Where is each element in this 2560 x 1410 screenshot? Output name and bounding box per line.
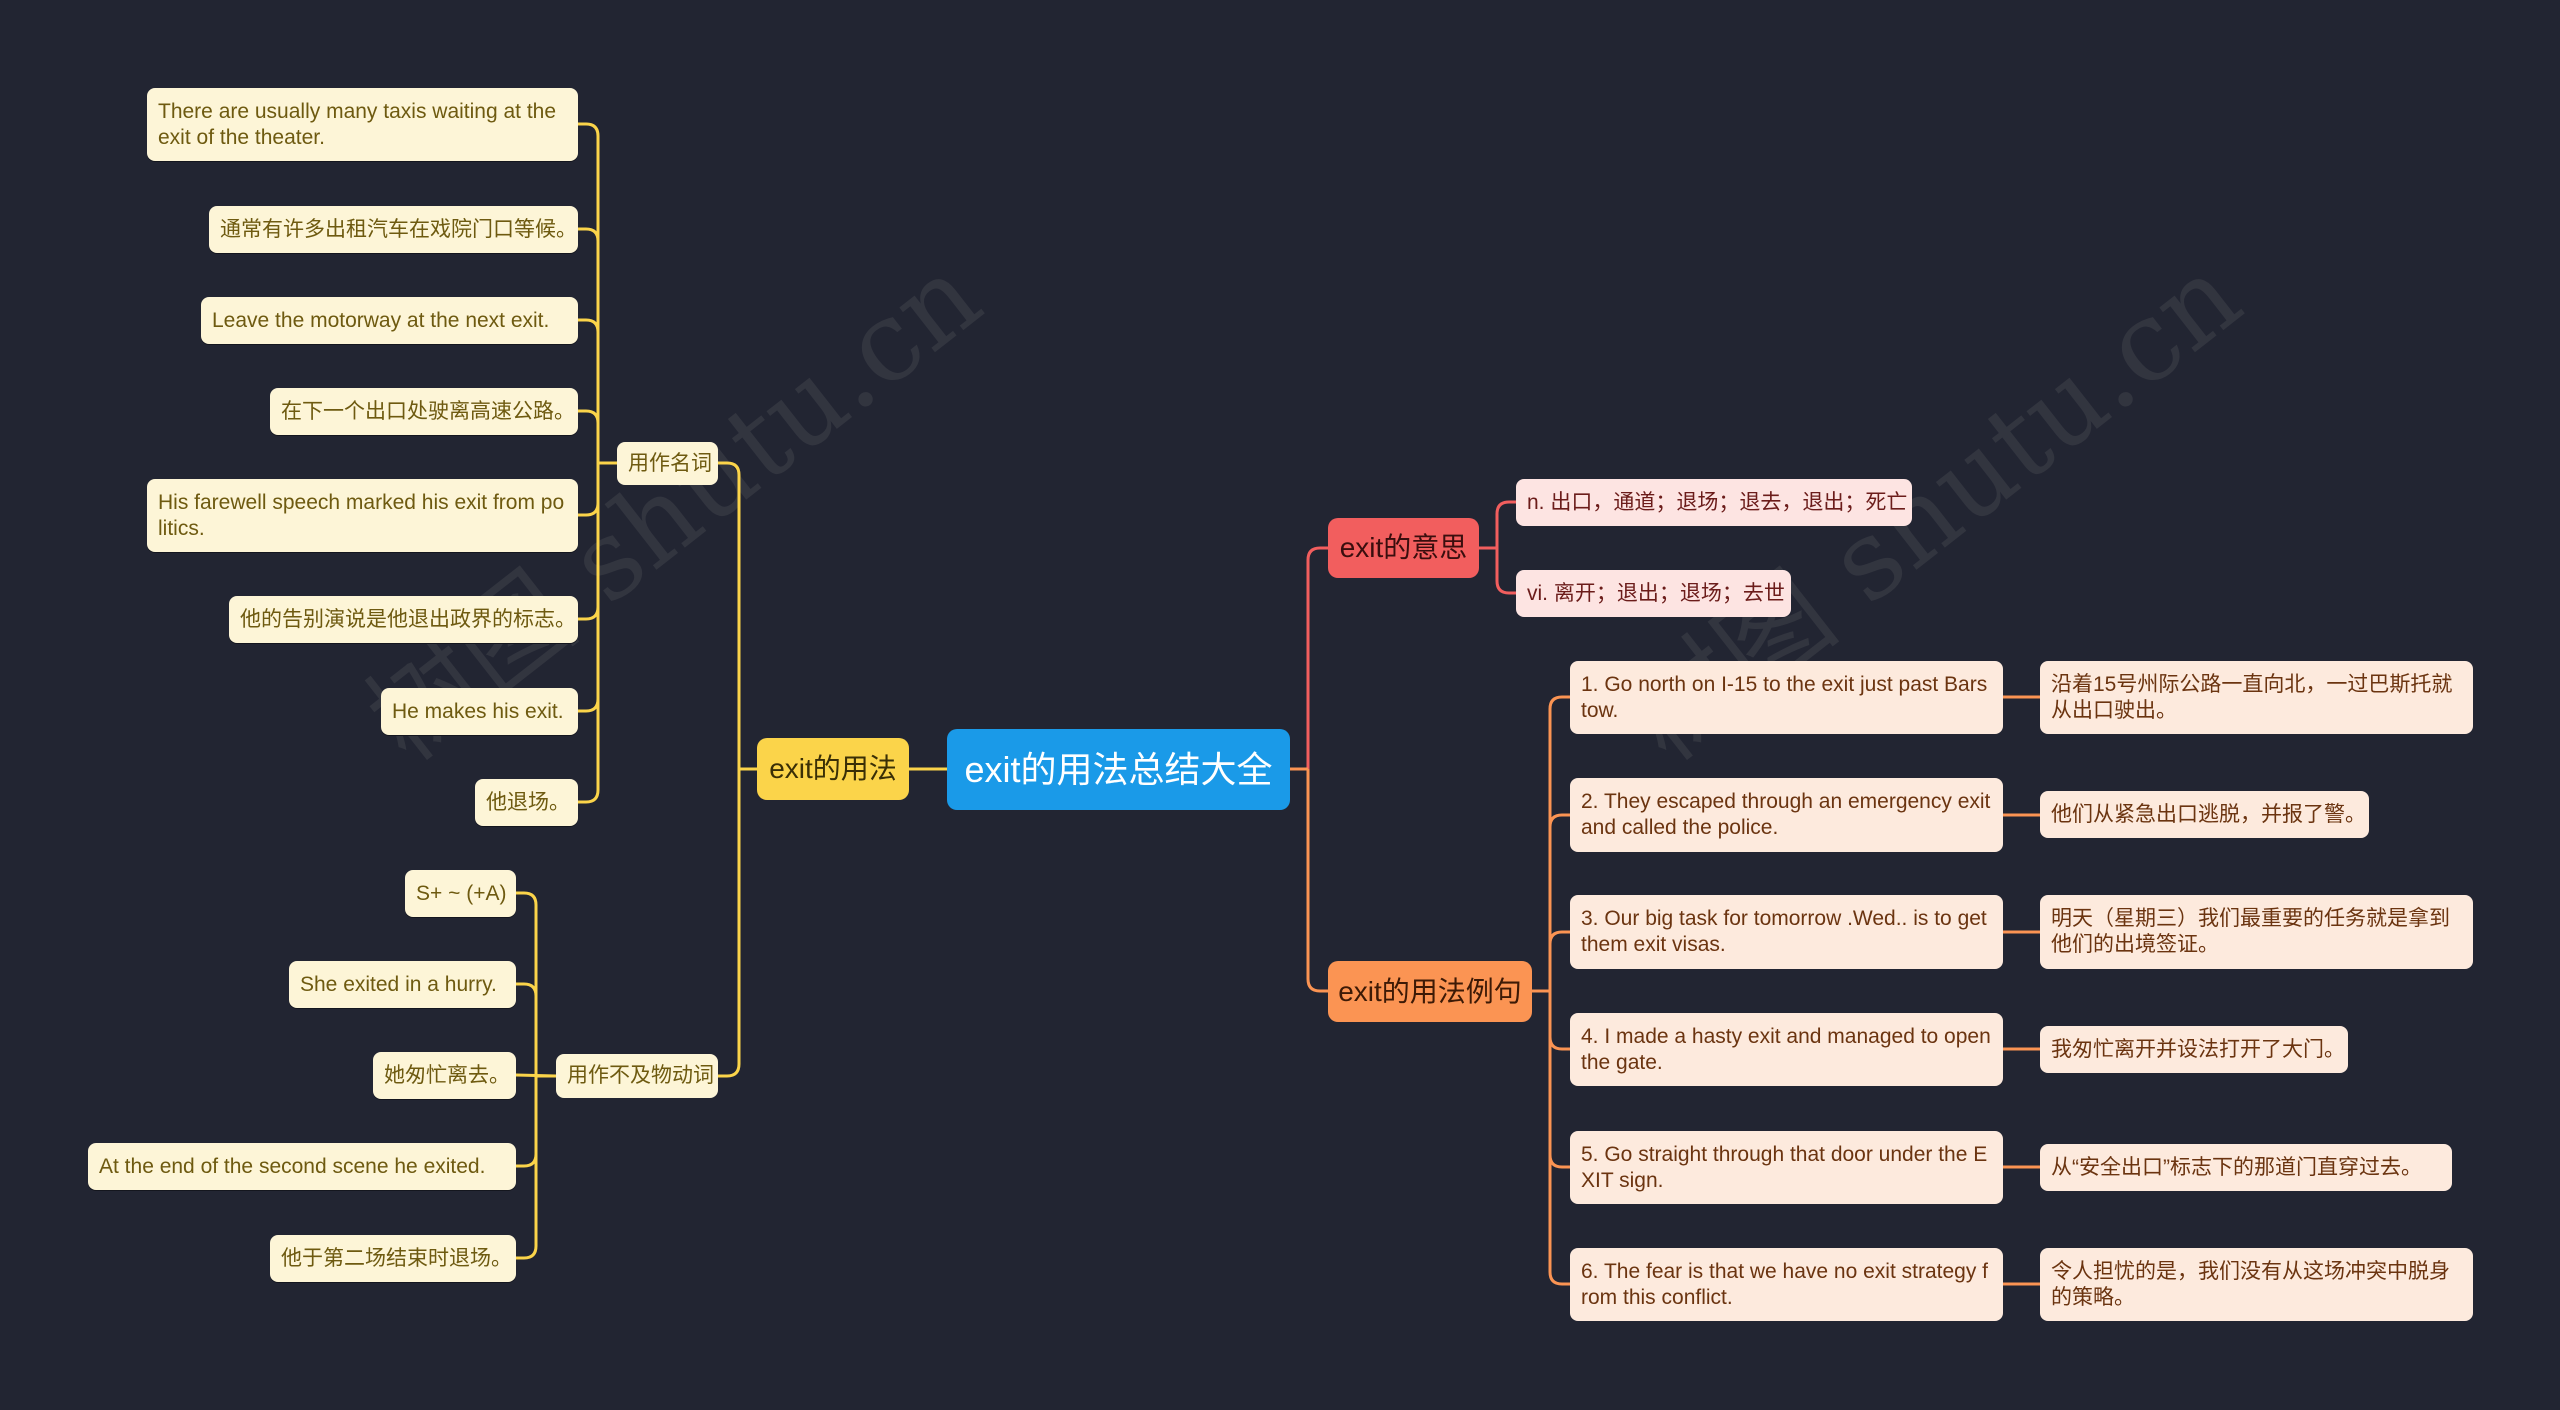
verb-item[interactable]: She exited in a hurry. <box>289 961 516 1008</box>
verb-item[interactable]: 他于第二场结束时退场。 <box>270 1235 516 1282</box>
link-examples-item <box>1532 989 1570 1286</box>
meaning-item[interactable]: vi. 离开；退出；退场；去世 <box>1516 570 1791 617</box>
example-en[interactable]: 5. Go straight through that door under t… <box>1570 1131 2003 1204</box>
noun-item[interactable]: Leave the motorway at the next exit. <box>201 297 578 344</box>
example-en[interactable]: 4. I made a hasty exit and managed to op… <box>1570 1013 2003 1086</box>
link-meaning-item <box>1479 500 1516 550</box>
example-zh[interactable]: 令人担忧的是，我们没有从这场冲突中脱身的策略。 <box>2040 1248 2473 1321</box>
verb-item[interactable]: At the end of the second scene he exited… <box>88 1143 516 1190</box>
example-en[interactable]: 6. The fear is that we have no exit stra… <box>1570 1248 2003 1321</box>
example-zh[interactable]: 沿着15号州际公路一直向北，一过巴斯托就从出口驶出。 <box>2040 661 2473 734</box>
subtopic-noun[interactable]: 用作名词 <box>617 442 718 485</box>
noun-item[interactable]: There are usually many taxis waiting at … <box>147 88 578 161</box>
noun-item[interactable]: He makes his exit. <box>381 688 578 735</box>
noun-item[interactable]: His farewell speech marked his exit from… <box>147 479 578 552</box>
root-topic[interactable]: exit的用法总结大全 <box>947 729 1290 810</box>
noun-item[interactable]: 他的告别演说是他退出政界的标志。 <box>229 596 578 643</box>
link-verb-item <box>516 982 556 1078</box>
link-noun-item <box>578 409 617 465</box>
branch-meaning[interactable]: exit的意思 <box>1328 518 1479 578</box>
meaning-item[interactable]: n. 出口，通道；退场；退去，退出；死亡 <box>1516 479 1912 526</box>
example-en[interactable]: 1. Go north on I-15 to the exit just pas… <box>1570 661 2003 734</box>
link-noun-item <box>578 461 617 804</box>
verb-item[interactable]: 她匆忙离去。 <box>373 1052 516 1099</box>
example-en[interactable]: 2. They escaped through an emergency exi… <box>1570 778 2003 852</box>
link-meaning-item <box>1479 546 1516 595</box>
link-usage-verb <box>718 767 757 1078</box>
noun-item[interactable]: 在下一个出口处驶离高速公路。 <box>270 388 578 435</box>
noun-item[interactable]: 通常有许多出租汽车在戏院门口等候。 <box>209 206 578 253</box>
example-en[interactable]: 3. Our big task for tomorrow .Wed.. is t… <box>1570 895 2003 969</box>
link-usage-noun <box>718 461 757 771</box>
link-root-meaning <box>1290 546 1328 771</box>
example-zh[interactable]: 他们从紧急出口逃脱，并报了警。 <box>2040 791 2369 838</box>
verb-item[interactable]: S+ ~ (+A) <box>405 870 516 917</box>
link-examples-item <box>1532 930 1570 993</box>
link-verb-item <box>516 1074 556 1260</box>
branch-examples[interactable]: exit的用法例句 <box>1328 961 1532 1022</box>
subtopic-intransitive-verb[interactable]: 用作不及物动词 <box>556 1054 718 1098</box>
example-zh[interactable]: 我匆忙离开并设法打开了大门。 <box>2040 1026 2348 1073</box>
example-zh[interactable]: 从“安全出口”标志下的那道门直穿过去。 <box>2040 1144 2452 1191</box>
branch-usage[interactable]: exit的用法 <box>757 738 909 800</box>
example-zh[interactable]: 明天（星期三）我们最重要的任务就是拿到他们的出境签证。 <box>2040 895 2473 969</box>
noun-item[interactable]: 他退场。 <box>475 779 578 826</box>
link-root-examples <box>1290 767 1328 993</box>
